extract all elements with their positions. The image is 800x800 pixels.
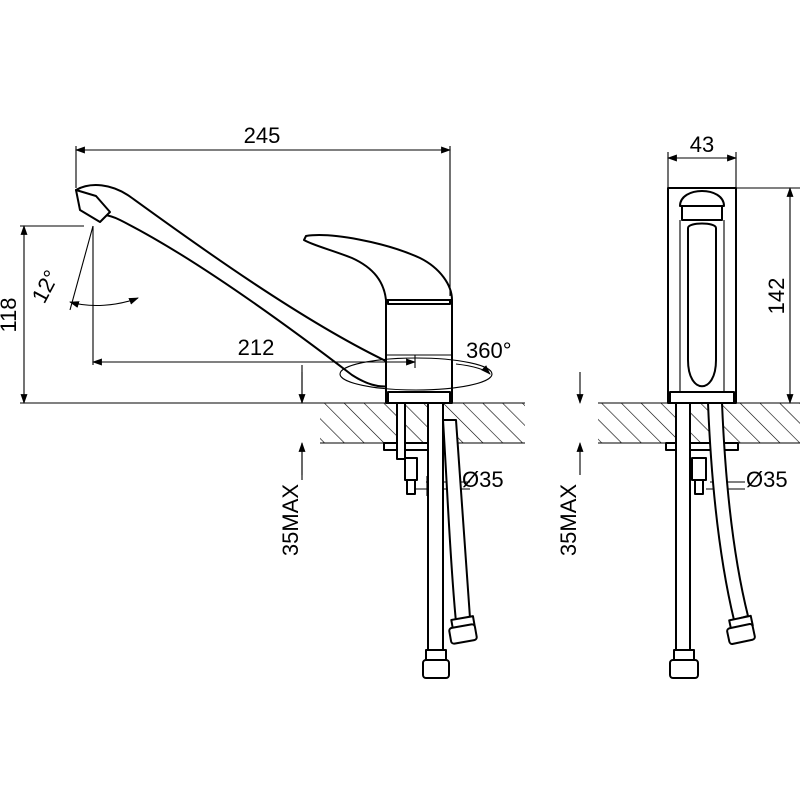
dim-label-35max-side: 35MAX (278, 484, 303, 556)
dim-label-12deg: 12° (27, 266, 65, 307)
dim-spout-reach: 212 (92, 226, 416, 368)
flex-hoses (422, 402, 478, 679)
dim-label-dia35-front: Ø35 (746, 467, 788, 492)
dim-height-118: 118 (0, 225, 84, 404)
dim-max-thickness-front: 35MAX (556, 372, 584, 556)
aerator (75, 189, 111, 223)
faucet-body (385, 299, 453, 404)
dim-label-212: 212 (238, 335, 275, 360)
front-view: 43 142 Ø35 35MAX (556, 132, 800, 679)
dim-label-118: 118 (0, 297, 21, 332)
dim-label-245: 245 (244, 123, 281, 148)
spout (75, 184, 393, 388)
dim-overall-length: 245 (75, 123, 451, 296)
dim-label-360deg: 360° (466, 338, 512, 363)
dim-width-43: 43 (667, 132, 737, 188)
countertop-section (20, 402, 525, 444)
countertop-section-front (598, 402, 800, 444)
dim-max-thickness-side: 35MAX (278, 365, 306, 556)
dim-label-dia35-side: Ø35 (462, 467, 504, 492)
dim-height-142: 142 (712, 187, 800, 404)
dim-label-35max-front: 35MAX (556, 484, 581, 556)
rotation-ellipse (339, 357, 493, 391)
flex-hoses-front (669, 402, 756, 679)
lever-handle (303, 234, 453, 301)
dim-label-142: 142 (764, 278, 789, 315)
dim-spout-angle: 12° (27, 225, 139, 311)
side-view: 245 212 118 12° 360° Ø35 (0, 123, 525, 679)
dim-label-43: 43 (690, 132, 714, 157)
